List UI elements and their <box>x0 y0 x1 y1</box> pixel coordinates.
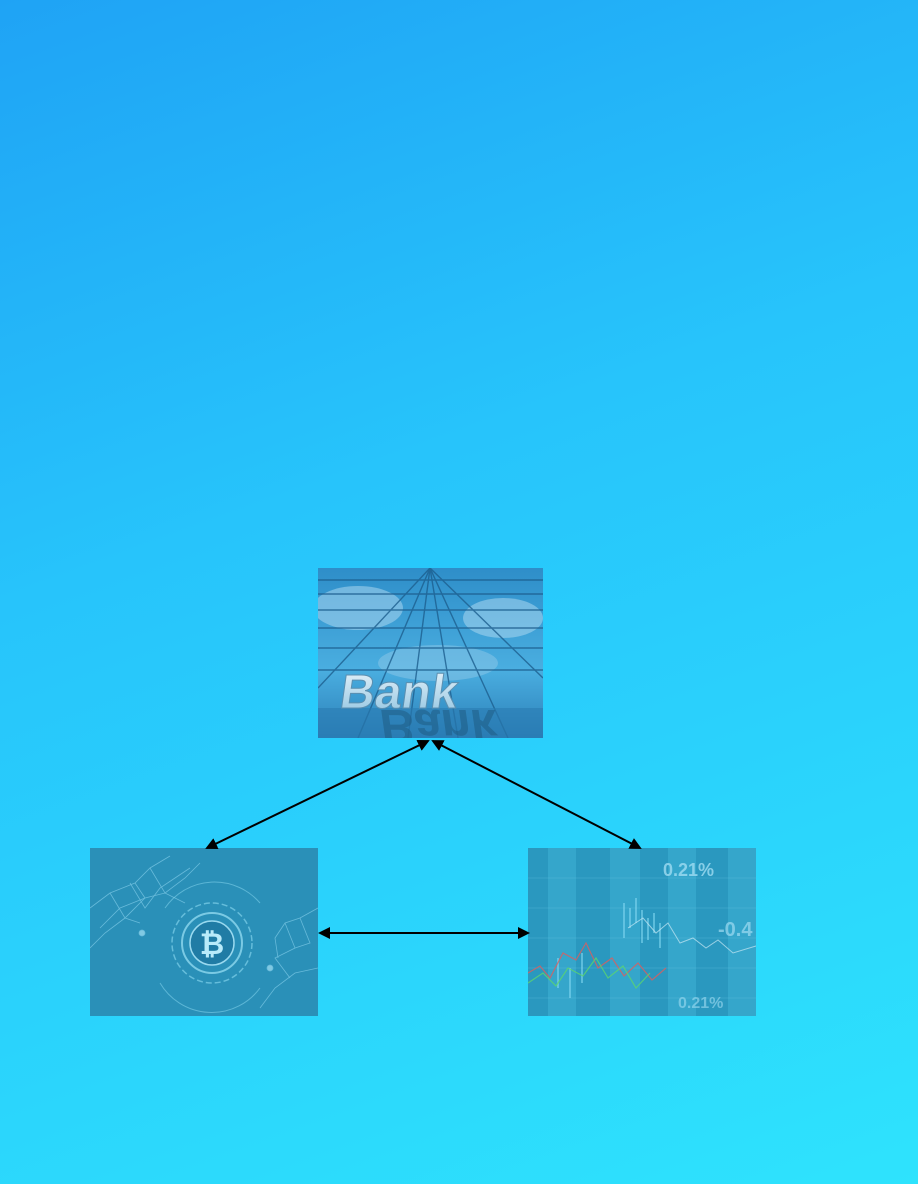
market-ticker-label-secondary: -0.4 <box>718 919 753 941</box>
crypto-node: ₿ <box>90 848 318 1016</box>
bank-logo-reflection: Bank <box>376 699 501 738</box>
stock-chart-image: 0.21% -0.4 0.21% <box>528 848 756 1016</box>
bitcoin-icon: ₿ <box>159 881 261 1013</box>
svg-text:₿: ₿ <box>200 927 224 962</box>
bitcoin-image: ₿ <box>90 848 318 1016</box>
bank-logo-text: Bank <box>337 665 462 719</box>
bank-building-image: Bank Bank <box>318 568 543 738</box>
arrow-bank-crypto <box>205 739 430 850</box>
market-ticker-label-bottom: 0.21% <box>678 995 723 1012</box>
bank-node: Bank Bank <box>318 568 543 738</box>
market-ticker-label: 0.21% <box>663 860 714 880</box>
market-node: 0.21% -0.4 0.21% <box>528 848 756 1016</box>
digital-hand-left-icon <box>90 855 201 949</box>
arrow-bank-market <box>431 740 642 849</box>
digital-hand-right-icon <box>259 907 318 1009</box>
